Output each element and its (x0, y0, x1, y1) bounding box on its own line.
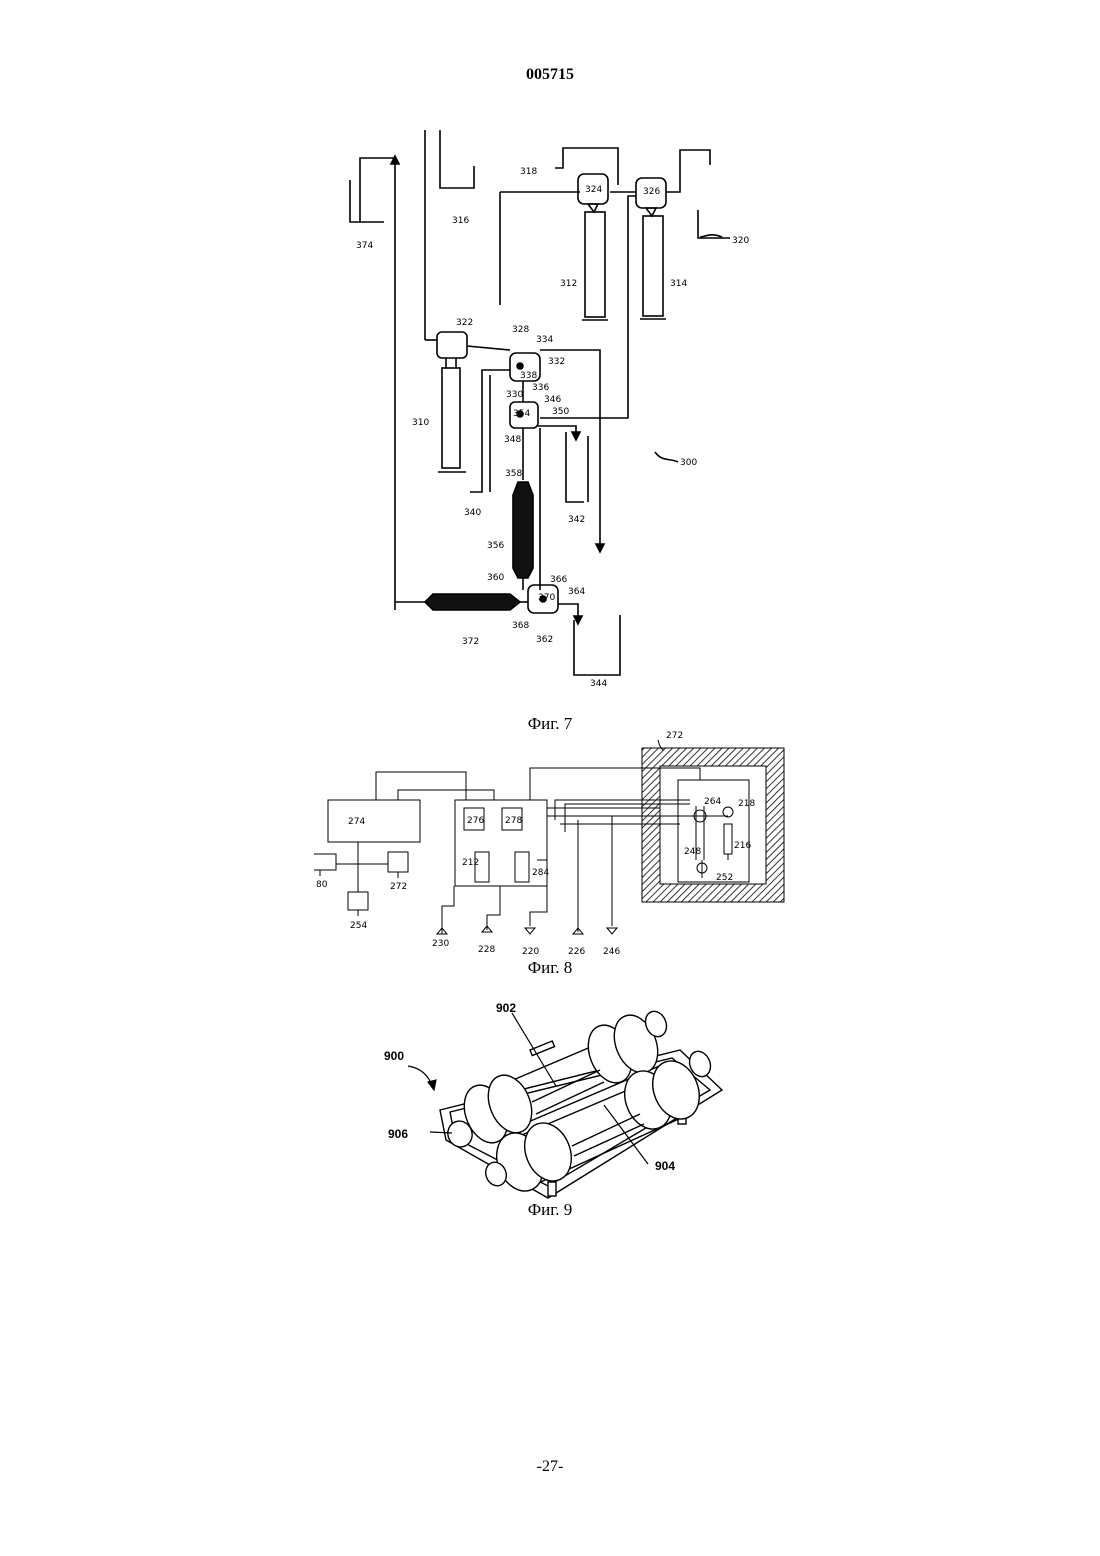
fig7-label-336: 336 (532, 383, 549, 393)
fig9-label-904: 904 (655, 1159, 675, 1173)
fig8-label-230: 230 (432, 939, 449, 949)
fig8-label-218: 218 (738, 799, 755, 809)
fig7-label-370: 370 (538, 593, 555, 603)
fig9-label-906: 906 (388, 1127, 408, 1141)
fig7-label-322: 322 (456, 318, 473, 328)
fig7-label-342: 342 (568, 515, 585, 525)
fig8-label-228: 228 (478, 945, 495, 955)
fig8-label-254: 254 (350, 921, 367, 931)
fig8-label-274: 274 (348, 817, 365, 827)
fig8-label-278: 278 (505, 816, 522, 826)
fig7-label-364: 364 (568, 587, 585, 597)
fig7-label-348: 348 (504, 435, 521, 445)
fig7-label-330: 330 (506, 390, 523, 400)
fig9-label-900: 900 (384, 1049, 404, 1063)
page-number: -27- (0, 1458, 1100, 1476)
fig7-label-334: 334 (536, 335, 553, 345)
fig7-label-316: 316 (452, 216, 469, 226)
fig7-label-344: 344 (590, 679, 607, 689)
fig7-label-328: 328 (512, 325, 529, 335)
fig9-label-902: 902 (496, 1001, 516, 1015)
fig8-label-220: 220 (522, 947, 539, 957)
fig7-label-368: 368 (512, 621, 529, 631)
document-number: 005715 (0, 66, 1100, 84)
fig7-label-338: 338 (520, 371, 537, 381)
fig7-label-300: 300 (680, 458, 697, 468)
fig7-label-362: 362 (536, 635, 553, 645)
fig7-label-324: 324 (585, 185, 602, 195)
fig7-label-354: 354 (513, 409, 530, 419)
figure-9-caption: Фиг. 9 (0, 1200, 1100, 1220)
fig8-label-276: 276 (467, 816, 484, 826)
fig7-label-320: 320 (732, 236, 749, 246)
fig7-label-340: 340 (464, 508, 481, 518)
figure-8-caption: Фиг. 8 (0, 958, 1100, 978)
fig7-label-314: 314 (670, 279, 687, 289)
figure-8-diagram: 272 274 276 278 212 284 80 272 254 230 2… (0, 720, 1100, 960)
fig7-label-346: 346 (544, 395, 561, 405)
figure-9-drawing: 902 900 906 904 (0, 990, 1100, 1210)
fig7-label-356: 356 (487, 541, 504, 551)
fig8-label-212: 212 (462, 858, 479, 868)
fig8-label-248: 248 (684, 847, 701, 857)
fig7-label-358: 358 (505, 469, 522, 479)
fig8-label-264: 264 (704, 797, 721, 807)
fig7-label-332: 332 (548, 357, 565, 367)
fig8-label-272: 272 (390, 882, 407, 892)
fig8-label-246: 246 (603, 947, 620, 957)
fig7-label-366: 366 (550, 575, 567, 585)
fig8-label-216: 216 (734, 841, 751, 851)
fig7-label-326: 326 (643, 187, 660, 197)
fig7-label-372: 372 (462, 637, 479, 647)
fig7-label-374: 374 (356, 241, 373, 251)
fig7-label-350: 350 (552, 407, 569, 417)
fig7-label-360: 360 (487, 573, 504, 583)
fig7-label-312: 312 (560, 279, 577, 289)
fig8-label-272-enclosure: 272 (666, 731, 683, 741)
fig8-label-252: 252 (716, 873, 733, 883)
fig8-label-284: 284 (532, 868, 549, 878)
fig7-label-318: 318 (520, 167, 537, 177)
figure-7-diagram: 374 316 318 324 326 320 312 314 322 328 … (0, 120, 1100, 700)
fig8-label-80: 80 (316, 880, 328, 890)
fig8-label-226: 226 (568, 947, 585, 957)
fig7-label-310: 310 (412, 418, 429, 428)
